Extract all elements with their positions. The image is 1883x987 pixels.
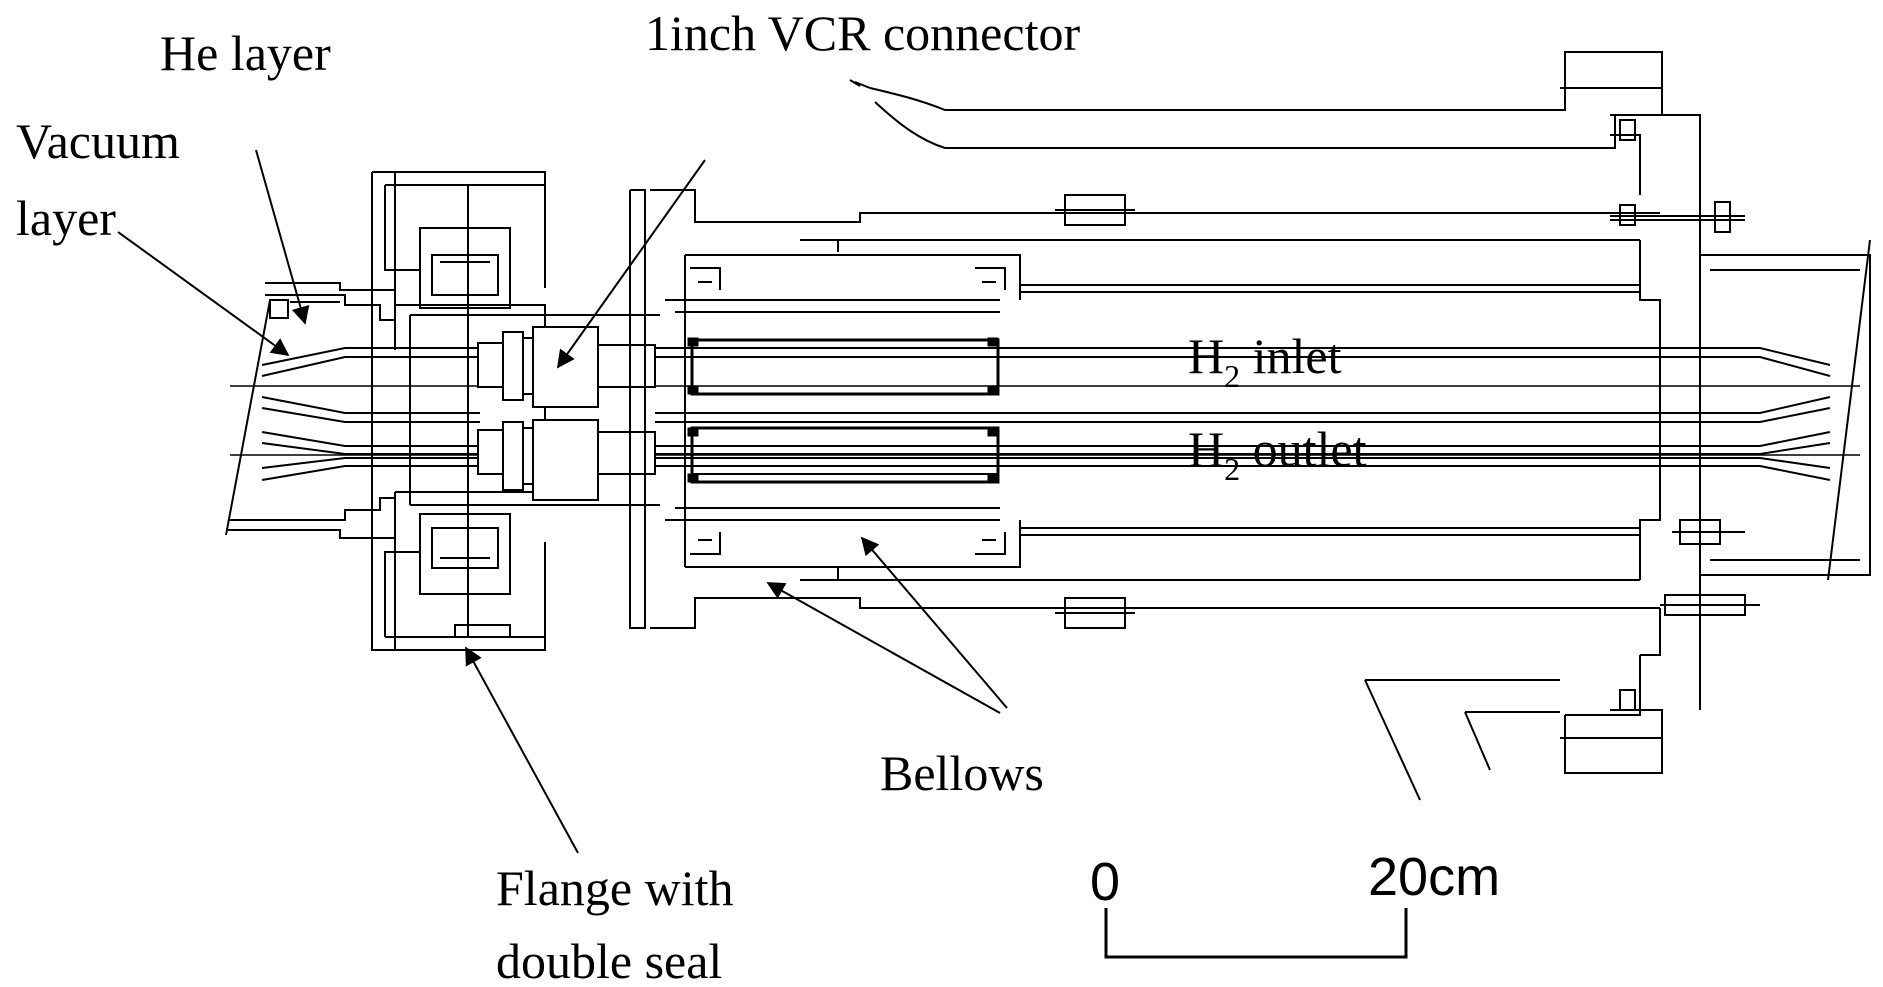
h2-outlet-text: outlet <box>1240 421 1366 477</box>
vcr-connector-label: 1inch VCR connector <box>645 5 1080 61</box>
leader-lines <box>117 149 1008 854</box>
h2-inlet-subscript: 2 <box>1224 358 1240 394</box>
h2-outlet-subscript: 2 <box>1224 451 1240 487</box>
double-seal-flange <box>371 171 660 651</box>
he-layer-label: He layer <box>160 25 331 81</box>
scale-start-label: 0 <box>1090 852 1120 912</box>
vacuum-layer-label-line1: Vacuum <box>16 113 180 169</box>
vcr-connectors <box>477 326 656 501</box>
h2-inlet-h: H <box>1188 328 1224 384</box>
scale-bar: 0 20cm <box>1090 847 1500 959</box>
bellows-label: Bellows <box>880 745 1044 801</box>
h2-tube-lines <box>230 347 1860 481</box>
left-end-section <box>225 282 395 539</box>
h2-outlet-label: H2 outlet <box>1188 421 1367 487</box>
scale-end-label: 20cm <box>1368 847 1500 907</box>
h2-inlet-text: inlet <box>1240 328 1341 384</box>
vacuum-layer-label-line2: layer <box>16 190 116 246</box>
outer-housing <box>629 51 1871 801</box>
h2-outlet-h: H <box>1188 421 1224 477</box>
h2-inlet-label: H2 inlet <box>1188 328 1342 394</box>
flange-label-line1: Flange with <box>496 860 733 916</box>
bolts <box>1055 119 1760 711</box>
bellows-assembly <box>665 254 1021 568</box>
flange-label-line2: double seal <box>496 933 722 987</box>
